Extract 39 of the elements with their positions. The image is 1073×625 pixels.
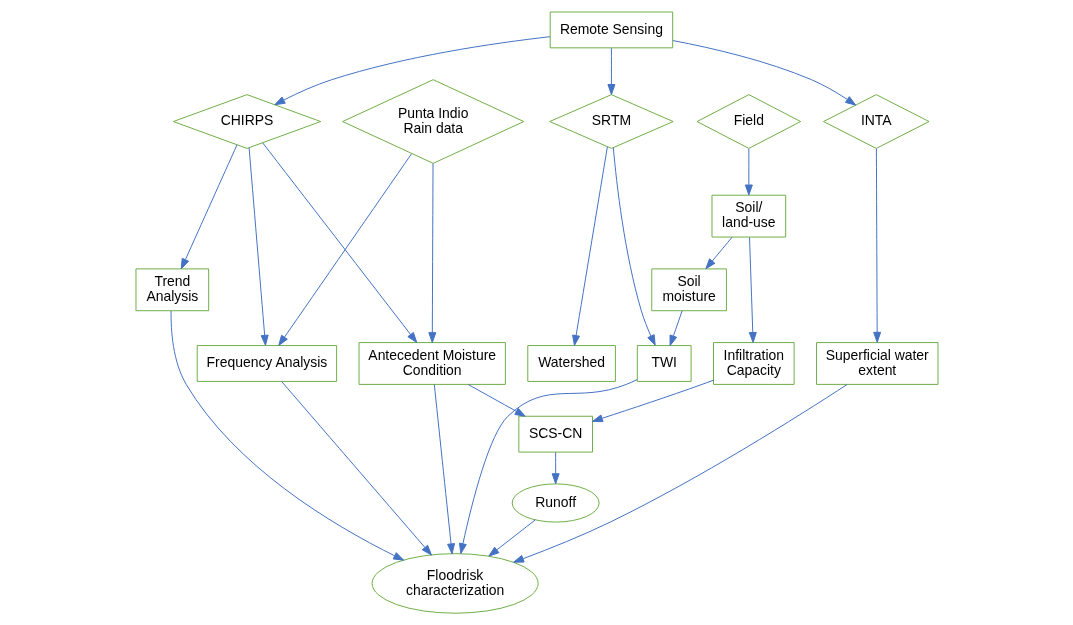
arrow <box>277 153 412 346</box>
node-diamond: Punta Indio Rain data <box>341 79 524 164</box>
arrow <box>280 381 432 556</box>
arrow <box>551 451 560 485</box>
arrow <box>261 142 417 343</box>
node-box: Soil moisture <box>650 268 727 312</box>
node-diamond: Field <box>696 94 801 149</box>
node-diamond: SRTM <box>548 94 674 149</box>
node-box: Remote Sensing <box>549 11 673 49</box>
node-box: TWI <box>636 345 692 382</box>
arrow <box>180 144 237 270</box>
arrow <box>744 148 753 196</box>
arrow <box>170 310 404 561</box>
node-box: Frequency Analysis <box>196 345 337 382</box>
arrow <box>704 236 733 270</box>
arrow <box>512 384 847 563</box>
arrow <box>248 147 269 346</box>
node-box: SCS-CN <box>517 415 593 453</box>
arrow <box>591 379 714 423</box>
arrow <box>427 163 436 344</box>
arrow <box>433 384 455 555</box>
arrow <box>467 384 526 417</box>
arrow <box>458 379 638 555</box>
arrow <box>487 519 536 557</box>
node-box: Watershed <box>526 345 616 382</box>
node-box: Trend Analysis <box>135 268 209 312</box>
node-box: Antecedent Moisture Condition <box>358 342 506 385</box>
node-ellipse: Runoff <box>511 483 600 523</box>
arrow <box>571 146 608 346</box>
arrow <box>669 310 683 347</box>
arrow <box>672 40 856 106</box>
arrow <box>606 47 615 95</box>
arrow <box>872 148 881 343</box>
node-box: Superficial water extent <box>815 342 938 385</box>
arrow <box>273 36 550 106</box>
node-box: Soil/ land-use <box>711 194 786 238</box>
arrow <box>748 236 757 343</box>
arrow <box>612 147 656 346</box>
node-box: Infiltration Capacity <box>712 342 795 385</box>
